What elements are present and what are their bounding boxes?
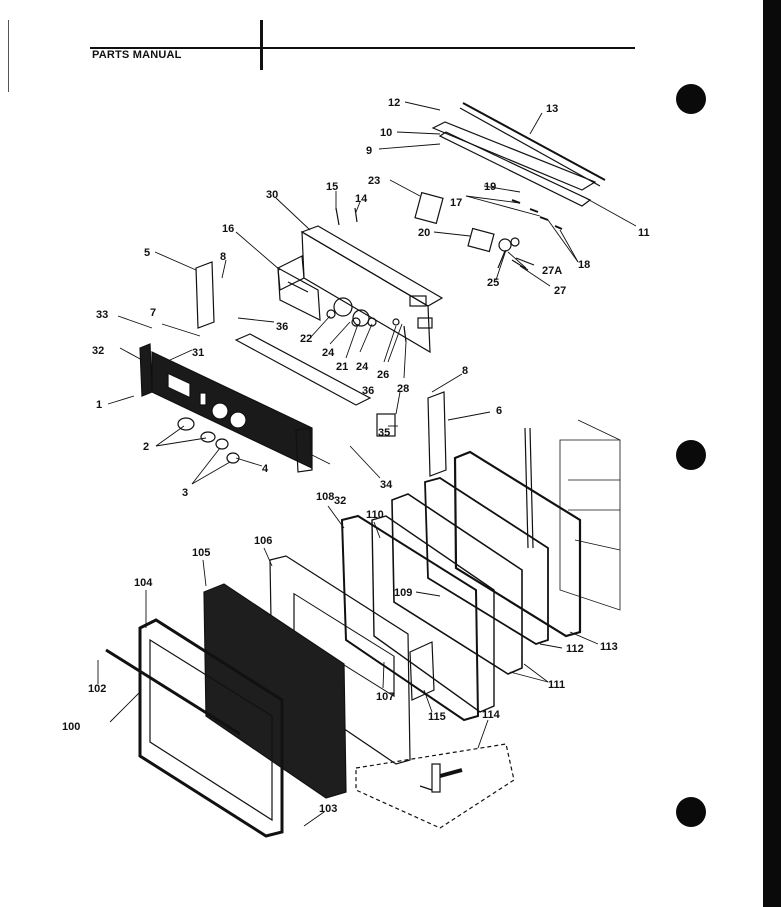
callout-112: 112 [566,643,584,655]
callout-21: 21 [336,361,348,373]
callout-28: 28 [397,383,409,395]
control-box-30 [277,225,444,354]
callout-18: 18 [578,259,590,271]
callout-107: 107 [376,691,394,703]
trim-strip-36 [234,333,372,406]
callout-8: 8 [220,251,226,263]
callout-9: 9 [366,145,372,157]
knob-24a [351,317,361,327]
clip-14 [354,207,358,223]
knob-22 [326,309,336,319]
callout-36-2: 36 [362,385,374,397]
part-28 [403,325,407,343]
knob-4 [226,452,240,464]
knob-2a [177,417,195,431]
callout-14: 14 [355,193,368,205]
control-panel-31 [139,343,313,473]
callout-3: 3 [182,487,188,499]
knob-24b [367,317,377,327]
door-handle-hinge [419,763,463,793]
hinge-115 [409,641,435,701]
callout-104: 104 [134,577,153,589]
callout-17: 17 [450,197,462,209]
binding-edge [763,0,781,907]
callout-115: 115 [428,711,446,723]
callout-23: 23 [368,175,380,187]
bracket-23 [414,191,444,225]
binder-hole-top [676,84,706,114]
callout-105: 105 [192,547,210,559]
callout-103: 103 [319,803,337,815]
callout-109: 109 [394,587,412,599]
door-inner-108 [340,514,480,722]
handle-box-114 [355,743,515,829]
knob-2b [200,431,216,443]
callout-22: 22 [300,333,312,345]
switch-group-25-27 [497,237,535,271]
leader-lines [97,101,637,827]
callout-36: 36 [276,321,288,333]
callout-30: 30 [266,189,278,201]
door-frame-113 [453,450,582,638]
callout-114: 114 [482,709,501,721]
binder-hole-bottom [676,797,706,827]
door-liner-112 [424,477,549,645]
callout-6: 6 [496,405,502,417]
callout-10: 10 [380,127,392,139]
top-vent-bracket [431,102,606,207]
bracket-20 [467,227,495,253]
door-front-frame-104 [105,618,284,838]
left-margin-line [8,20,9,92]
screws-17-18 [511,199,563,230]
callout-7: 7 [150,307,156,319]
callout-1: 1 [96,399,102,411]
door-glass-110 [371,515,495,713]
knob-3 [215,438,229,450]
binder-hole-middle [676,440,706,470]
callout-13: 13 [546,103,558,115]
callout-24: 24 [322,347,335,359]
callout-32-2: 32 [334,495,346,507]
callout-108: 108 [316,491,334,503]
callout-113: 113 [600,641,618,653]
callout-19: 19 [484,181,496,193]
callout-16: 16 [222,223,234,235]
callout-102: 102 [88,683,106,695]
callout-24-2: 24 [356,361,369,373]
callout-4: 4 [262,463,269,475]
side-bracket-5 [195,261,215,329]
callout-35: 35 [378,427,390,439]
door-glass-111 [391,493,523,675]
callout-34: 34 [380,479,393,491]
callout-11: 11 [638,227,650,239]
callout-20: 20 [418,227,430,239]
side-bracket-6 [427,391,447,477]
callout-111: 111 [548,679,565,691]
mesh-screen-105 [203,583,347,799]
callout-27a: 27A [542,265,562,277]
header-divider [260,20,263,70]
callout-27: 27 [554,285,566,297]
header-rule [90,47,635,49]
callout-25: 25 [487,277,499,289]
clip-15 [335,207,340,226]
callout-100: 100 [62,721,80,733]
callout-33: 33 [96,309,108,321]
callout-12: 12 [388,97,400,109]
part-26 [392,318,400,326]
callout-31: 31 [192,347,204,359]
callout-106: 106 [254,535,272,547]
page-title: PARTS MANUAL [92,49,182,61]
callout-2: 2 [143,441,149,453]
callout-110: 110 [366,509,384,521]
callout-5: 5 [144,247,150,259]
callout-26: 26 [377,369,389,381]
callout-15: 15 [326,181,338,193]
callout-8-2: 8 [462,365,468,377]
bracket-35 [376,413,396,437]
callout-32: 32 [92,345,104,357]
